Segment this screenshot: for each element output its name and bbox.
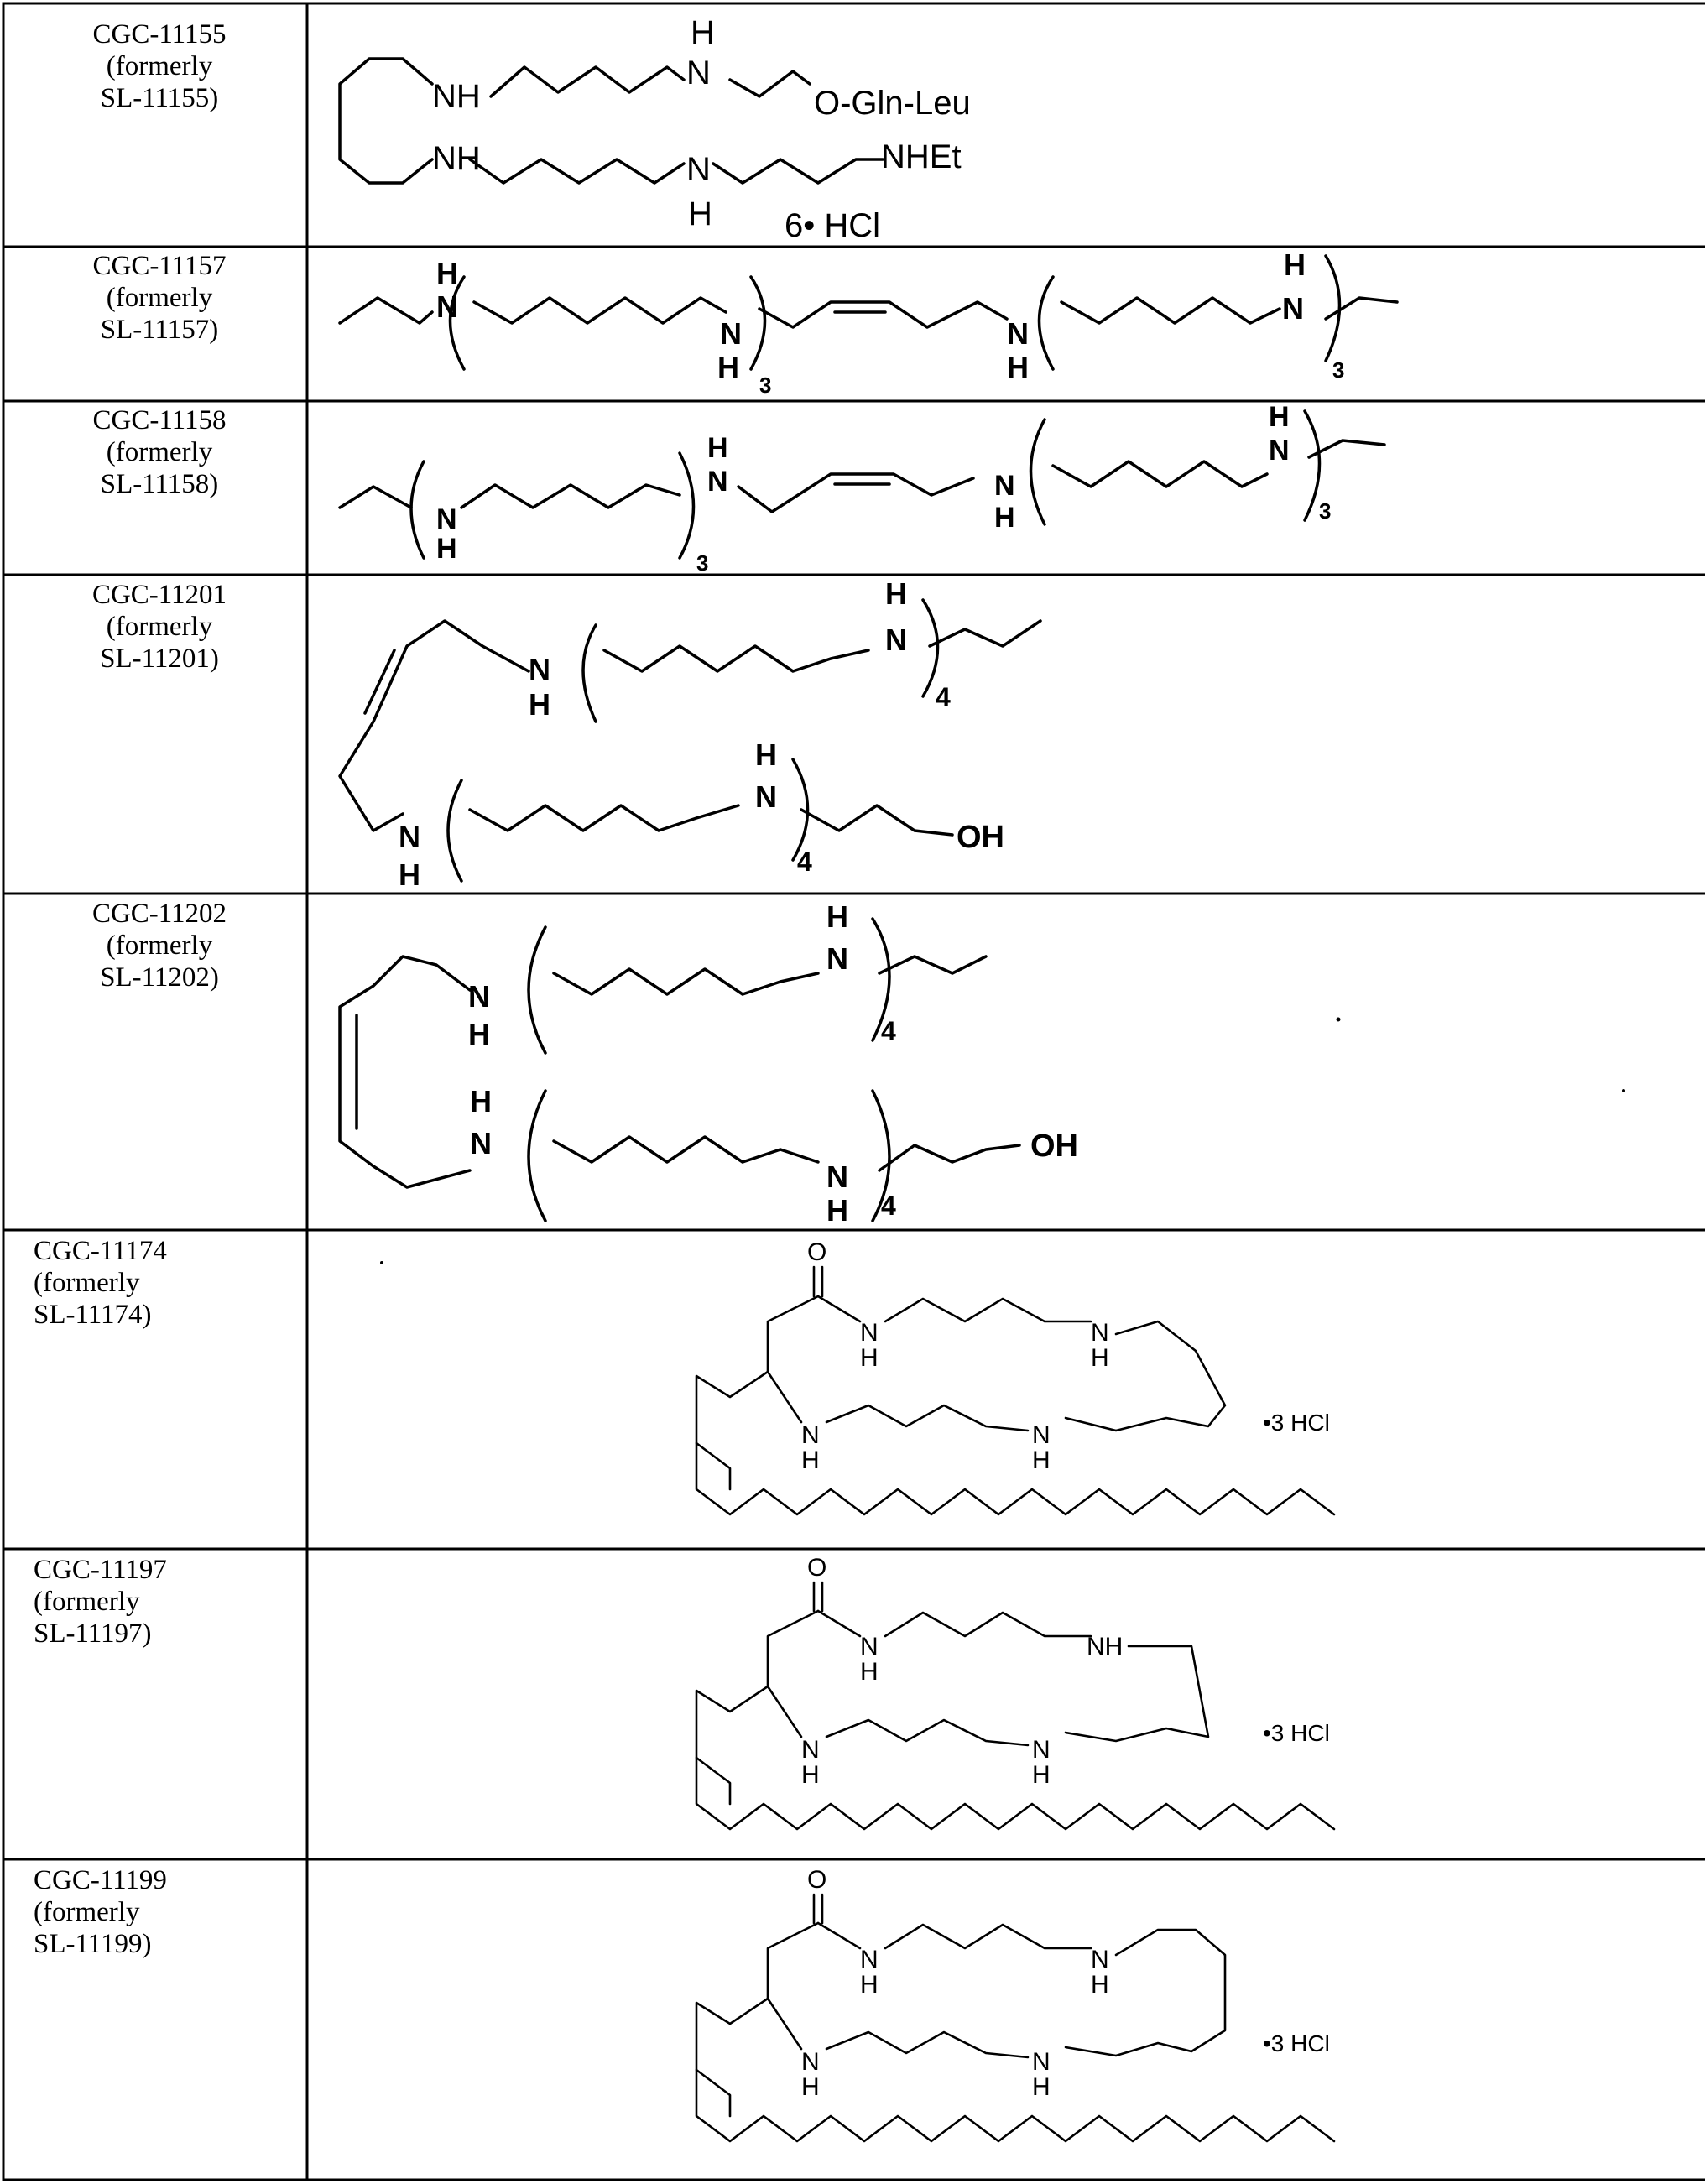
o-label: O [807,1866,826,1894]
h-label: H [468,1017,490,1051]
n-label: N [860,1319,879,1347]
n-label: N [755,779,777,814]
n-label: N [1032,1736,1051,1764]
o-label: O [807,1554,826,1582]
h-label: H [826,1193,848,1228]
n-label: N [1269,435,1290,467]
n-label: N [470,1126,492,1160]
nh-label: NH [432,78,481,115]
n-label: N [436,289,458,324]
n-label: N [994,470,1015,502]
structure-cgc-11155: NH H N O-Gln-Leu NH N H NHEt 6• HCl [340,14,971,244]
nhet-label: NHEt [881,138,962,175]
n-label: N [468,979,490,1014]
n-label: N [399,820,420,854]
n-label: N [860,1946,879,1973]
subscript-3: 3 [1332,357,1344,383]
h-label: H [436,256,458,290]
n-label: N [801,2048,820,2076]
h-label: H [436,533,457,565]
nh-label: NH [1087,1633,1123,1660]
structure-cgc-11197: O N H NH N H N H •3 HCl [696,1554,1334,1829]
subscript-3: 3 [696,550,708,576]
structure-cgc-11174: O N H N H N H N H •3 HCl [696,1238,1334,1514]
structure-cgc-11157: H N N H 3 N H H N 3 [340,248,1397,398]
oh-label: OH [957,820,1004,855]
h-label: H [1032,1446,1051,1474]
salt-label: •3 HCl [1263,1410,1330,1436]
n-label: N [1091,1946,1109,1973]
h-label: H [1032,2073,1051,2101]
h-label: H [707,432,728,464]
h-label: H [529,687,550,722]
h-label: H [801,2073,820,2101]
salt-label: •3 HCl [1263,2030,1330,2056]
nh-label: NH [432,140,481,177]
subscript-4: 4 [881,1016,896,1046]
h-label: H [1032,1761,1051,1789]
n-label: N [529,652,550,686]
h-label: H [755,738,777,772]
n-label: N [707,466,728,498]
scan-dot [1622,1089,1625,1092]
h-label: H [885,576,907,611]
structure-cgc-11199: O N H N H N H N H •3 HCl [696,1866,1334,2141]
n-label: N [801,1736,820,1764]
n-label: N [686,55,711,91]
h-label: H [1007,350,1029,384]
h-label: H [860,1658,879,1686]
h-label: H [1091,1344,1109,1372]
h-label: H [470,1084,492,1118]
h-label: H [717,350,739,384]
h-label: H [1269,401,1290,433]
h-label: H [801,1446,820,1474]
n-label: N [826,941,848,976]
n-label: N [436,503,457,535]
h-label: H [860,1344,879,1372]
n-label: N [720,316,742,351]
salt-label: 6• HCl [785,207,880,244]
h-label: H [691,14,715,51]
n-label: N [885,623,907,657]
oh-label: OH [1030,1128,1078,1164]
h-label: H [399,857,420,892]
salt-label: •3 HCl [1263,1720,1330,1746]
subscript-4: 4 [881,1191,896,1221]
structure-cgc-11201: N H H N 4 N H H N 4 OH [340,576,1040,892]
structure-cgc-11158: N H 3 H N N H H N 3 [340,401,1384,576]
subscript-4: 4 [936,682,951,712]
h-label: H [994,502,1015,534]
structure-cgc-11202: N H H N 4 H N N H 4 OH [340,899,1078,1228]
o-gln-leu-label: O-Gln-Leu [814,85,971,122]
n-label: N [826,1160,848,1194]
scan-dot [380,1261,383,1264]
subscript-4: 4 [797,847,812,877]
h-label: H [1284,248,1306,282]
o-label: O [807,1238,826,1266]
n-label: N [1007,316,1029,351]
subscript-3: 3 [1319,498,1331,524]
n-label: N [1091,1319,1109,1347]
n-label: N [1032,2048,1051,2076]
scan-dot [1337,1018,1341,1022]
h-label: H [1091,1971,1109,1999]
n-label: N [860,1633,879,1660]
h-label: H [688,195,712,232]
n-label: N [1282,291,1304,326]
h-label: H [860,1971,879,1999]
h-label: H [801,1761,820,1789]
n-label: N [801,1421,820,1449]
subscript-3: 3 [759,373,771,398]
n-label: N [1032,1421,1051,1449]
n-label: N [686,151,711,188]
h-label: H [826,899,848,934]
